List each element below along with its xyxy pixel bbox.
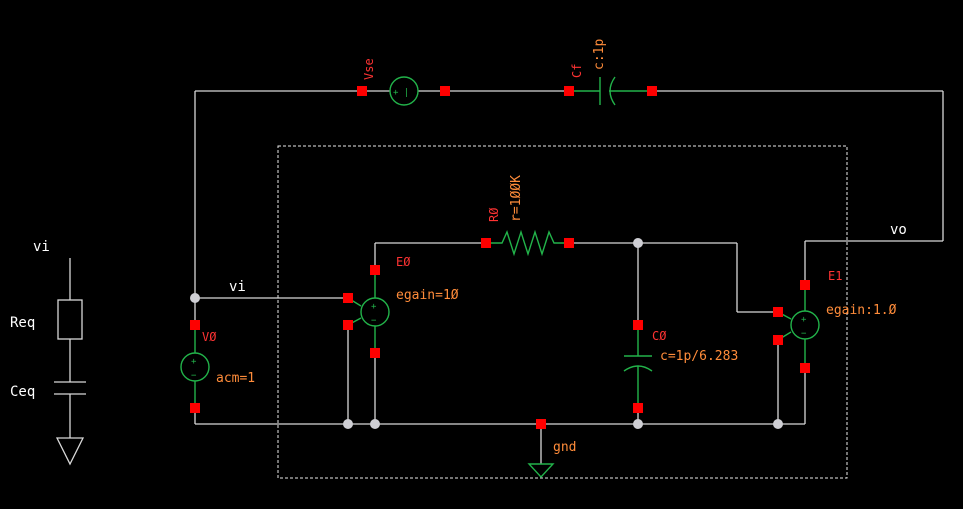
vse-pin-plus[interactable] — [440, 86, 450, 96]
v0-name-label: VØ — [202, 330, 217, 344]
e0-name-label: EØ — [396, 255, 411, 269]
vse-polarity-icon: + | — [393, 88, 409, 98]
legend-node-label: vi — [33, 239, 50, 255]
e1-value-label: egain:1.Ø — [826, 303, 897, 318]
v0-minus-icon: − — [191, 371, 197, 381]
r0-value-label: r=1ØØK — [509, 175, 524, 222]
vse-source[interactable]: + | — [389, 76, 419, 106]
c0-pin-1[interactable] — [633, 320, 643, 330]
junction-dot — [343, 419, 353, 429]
e1-pin-out-minus[interactable] — [800, 363, 810, 373]
vse-name-label: Vse — [362, 58, 376, 80]
legend-equivalent: vi Req Ceq — [10, 239, 86, 466]
pins — [190, 86, 810, 429]
net-vo-label: vo — [890, 222, 907, 238]
gnd-ground-icon[interactable] — [527, 463, 555, 479]
e1-vcvs[interactable]: + − — [777, 285, 820, 368]
e1-plus-icon: + — [801, 315, 807, 325]
v0-plus-icon: + — [191, 357, 197, 367]
v0-pin-minus[interactable] — [190, 403, 200, 413]
e1-pin-ctrl-minus[interactable] — [773, 335, 783, 345]
e1-pin-out-plus[interactable] — [800, 280, 810, 290]
gnd-pin[interactable] — [536, 419, 546, 429]
e0-pin-out-minus[interactable] — [370, 348, 380, 358]
vse-pin-minus[interactable] — [357, 86, 367, 96]
junction-dot — [370, 419, 380, 429]
e0-minus-icon: − — [371, 316, 377, 326]
junction-dot — [633, 238, 643, 248]
e1-pin-ctrl-plus[interactable] — [773, 307, 783, 317]
e0-plus-icon: + — [371, 302, 377, 312]
junctions — [190, 238, 783, 429]
legend-resistor[interactable] — [57, 299, 83, 340]
junction-dot — [633, 419, 643, 429]
r0-pin-2[interactable] — [564, 238, 574, 248]
legend-resistor-label: Req — [10, 315, 35, 331]
cf-value-label: c:1p — [592, 39, 607, 70]
cf-capacitor[interactable] — [569, 76, 652, 106]
e0-pin-out-plus[interactable] — [370, 265, 380, 275]
c0-pin-2[interactable] — [633, 403, 643, 413]
e0-pin-ctrl-minus[interactable] — [343, 320, 353, 330]
e0-value-label: egain=1Ø — [396, 288, 459, 303]
cf-pin-2[interactable] — [647, 86, 657, 96]
v0-value-label: acm=1 — [216, 371, 255, 386]
legend-ground-icon — [55, 437, 85, 466]
legend-capacitor-label: Ceq — [10, 384, 35, 400]
r0-pin-1[interactable] — [481, 238, 491, 248]
r0-name-label: RØ — [487, 207, 501, 222]
c0-capacitor[interactable] — [623, 325, 653, 408]
net-vi-label: vi — [229, 279, 246, 295]
r0-resistor[interactable] — [486, 229, 569, 257]
c0-name-label: CØ — [652, 329, 667, 343]
subcircuit-boundary — [277, 145, 848, 479]
junction-dot — [190, 293, 200, 303]
v0-pin-plus[interactable] — [190, 320, 200, 330]
junction-dot — [773, 419, 783, 429]
cf-pin-1[interactable] — [564, 86, 574, 96]
cf-name-label: Cf — [570, 64, 584, 78]
e0-vcvs[interactable]: + − — [347, 270, 390, 353]
r0-zigzag-icon — [486, 229, 569, 257]
net-gnd-label: gnd — [553, 440, 576, 455]
e0-pin-ctrl-plus[interactable] — [343, 293, 353, 303]
e1-minus-icon: − — [801, 329, 807, 339]
vse-source-icon — [389, 76, 419, 106]
wires — [194, 90, 944, 464]
c0-value-label: c=1p/6.283 — [660, 349, 738, 364]
e1-name-label: E1 — [828, 269, 842, 283]
